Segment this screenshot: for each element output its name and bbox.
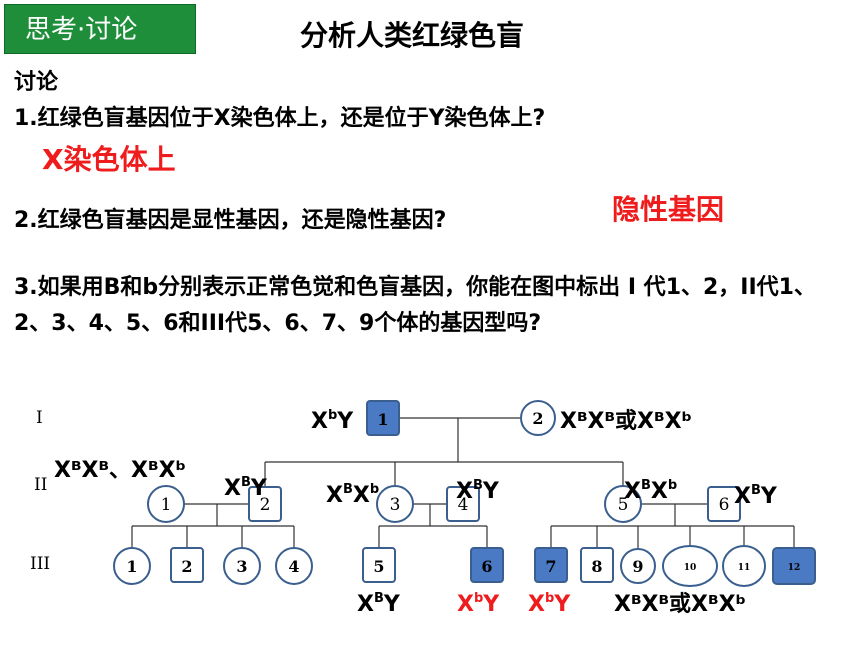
genotype-II1: XᴮXᴮ、XᴮXᵇ xyxy=(54,458,186,483)
topic-badge: 思考·讨论 xyxy=(4,4,196,54)
genotype-II2: XBY xyxy=(224,475,268,501)
page-title: 分析人类红绿色盲 xyxy=(300,19,525,52)
individual-II3: 3 xyxy=(376,485,414,523)
individual-III10: 10 xyxy=(662,545,718,587)
generation-label-III: III xyxy=(30,554,50,574)
individual-III3: 3 xyxy=(223,547,261,585)
answer-1: X染色体上 xyxy=(42,143,176,176)
label-I1: 1 xyxy=(377,410,388,429)
question-1: 1.红绿色盲基因位于X染色体上，还是位于Y染色体上? xyxy=(14,106,546,131)
label-II1: 1 xyxy=(161,495,172,515)
genotype-III6: XbY xyxy=(457,591,500,617)
question-3: 3.如果用B和b分别表示正常色觉和色盲基因，你能在图中标出 I 代1、2，II代… xyxy=(14,275,816,336)
individual-II1: 1 xyxy=(147,485,185,523)
label-III2: 2 xyxy=(181,557,192,576)
label-II6: 6 xyxy=(719,495,730,515)
label-III1: 1 xyxy=(126,557,137,576)
label-III3: 3 xyxy=(236,557,247,576)
genotype-III5: XBY xyxy=(357,591,401,617)
individual-I1: 1 xyxy=(366,400,400,436)
label-III8: 8 xyxy=(591,557,602,576)
label-III7: 7 xyxy=(545,557,556,576)
label-II5: 5 xyxy=(618,495,629,515)
genotype-I1: XbY xyxy=(311,408,354,434)
label-III6: 6 xyxy=(481,557,492,576)
discussion-heading: 讨论 xyxy=(14,70,59,95)
genotype-I2: XᴮXᴮ或XᴮXᵇ xyxy=(560,408,692,434)
genotype-III9: XᴮXᴮ或XᴮXᵇ xyxy=(614,591,746,617)
genotype-II4: XBY xyxy=(456,478,500,504)
individual-II4: 4 xyxy=(446,486,480,522)
individual-III1: 1 xyxy=(113,547,151,585)
individual-III7: 7 xyxy=(534,547,568,583)
individual-III11: 11 xyxy=(722,545,766,587)
label-III9: 9 xyxy=(632,557,643,576)
label-III11: 11 xyxy=(738,563,751,573)
individual-II6: 6 xyxy=(707,486,741,522)
label-II2: 2 xyxy=(260,495,271,515)
answer-2: 隐性基因 xyxy=(612,193,725,226)
label-I2: 2 xyxy=(532,409,543,428)
individual-III12: 12 xyxy=(772,547,816,585)
generation-label-I: I xyxy=(36,408,43,428)
question-2: 2.红绿色盲基因是显性基因，还是隐性基因? xyxy=(14,208,447,233)
label-III5: 5 xyxy=(373,557,384,576)
genotype-II6: XBY xyxy=(734,483,778,509)
individual-I2: 2 xyxy=(520,400,556,436)
genotype-II3: XBXb xyxy=(326,482,379,508)
label-III10: 10 xyxy=(684,563,697,573)
individual-III8: 8 xyxy=(580,547,614,583)
genotype-III7: XbY xyxy=(528,591,571,617)
label-II4: 4 xyxy=(458,495,469,515)
individual-III4: 4 xyxy=(275,547,313,585)
individual-II5: 5 xyxy=(604,485,642,523)
generation-label-II: II xyxy=(34,475,47,495)
individual-III6: 6 xyxy=(470,547,504,583)
individual-III5: 5 xyxy=(362,547,396,583)
individual-III9: 9 xyxy=(620,548,656,584)
label-III4: 4 xyxy=(288,557,299,576)
individual-II2: 2 xyxy=(248,486,282,522)
pedigree-lines xyxy=(131,417,795,548)
genotype-II5: XBXb xyxy=(624,478,677,504)
label-II3: 3 xyxy=(390,495,401,515)
label-III12: 12 xyxy=(788,563,801,573)
individual-III2: 2 xyxy=(170,547,204,583)
